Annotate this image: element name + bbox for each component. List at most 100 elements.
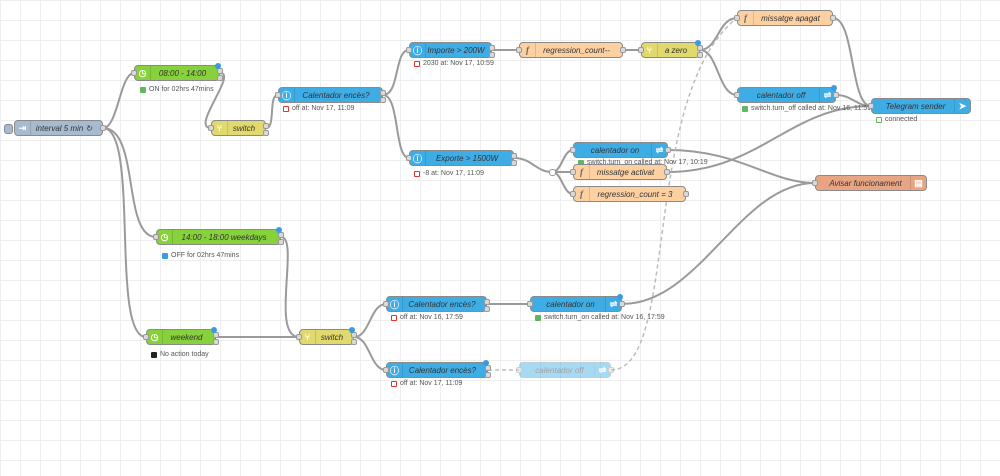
ha-service-node-calentador-off-disabled[interactable]: calentador off ⇌ bbox=[516, 362, 614, 378]
output-port[interactable] bbox=[263, 130, 269, 136]
output-port[interactable] bbox=[100, 125, 106, 131]
output-port[interactable] bbox=[697, 45, 703, 51]
switch-node-top[interactable]: ⑂ switch bbox=[208, 120, 269, 136]
ha-service-node-calentador-on[interactable]: calentador on ⇌ bbox=[570, 142, 671, 158]
function-node-missatge-activat[interactable]: f missatge activat bbox=[570, 164, 670, 180]
output-port[interactable] bbox=[380, 97, 386, 103]
input-port[interactable] bbox=[527, 301, 533, 307]
node-label: calentador on bbox=[590, 145, 640, 155]
output-port[interactable] bbox=[511, 153, 517, 159]
output-port[interactable] bbox=[830, 15, 836, 21]
output-port[interactable] bbox=[664, 169, 670, 175]
output-port[interactable] bbox=[683, 191, 689, 197]
input-port[interactable] bbox=[383, 301, 389, 307]
input-port[interactable] bbox=[208, 125, 214, 131]
ha-state-node-calentador-mid[interactable]: ⓘ Calentador encès? bbox=[383, 296, 490, 312]
node-status: -8 at: Nov 17, 11:09 bbox=[414, 170, 484, 177]
input-port[interactable] bbox=[570, 169, 576, 175]
ha-state-node-importe[interactable]: ⓘ Importe > 200W bbox=[406, 42, 495, 58]
node-status: switch.turn_on called at: Nov 16, 17:59 bbox=[535, 314, 665, 321]
output-port[interactable] bbox=[263, 123, 269, 129]
notify-node-avisar-funcionament[interactable]: Avisar funcionament ▤ bbox=[812, 175, 927, 191]
info-icon: ⓘ bbox=[279, 88, 295, 102]
notification-icon: ▤ bbox=[910, 176, 926, 190]
output-port[interactable] bbox=[351, 332, 357, 338]
output-port[interactable] bbox=[833, 92, 839, 98]
output-port[interactable] bbox=[619, 301, 625, 307]
output-port[interactable] bbox=[608, 367, 614, 373]
input-port[interactable] bbox=[516, 47, 522, 53]
info-icon: ⓘ bbox=[410, 151, 426, 165]
changed-dot bbox=[831, 85, 837, 91]
input-port[interactable] bbox=[296, 334, 302, 340]
ha-service-node-calentador-on-bottom[interactable]: calentador on ⇌ bbox=[527, 294, 625, 312]
output-port[interactable] bbox=[278, 232, 284, 238]
function-icon: f bbox=[520, 43, 536, 57]
function-node-regression-set-3[interactable]: f regression_count = 3 bbox=[570, 186, 689, 202]
output-port[interactable] bbox=[620, 47, 626, 53]
input-port[interactable] bbox=[570, 147, 576, 153]
output-port[interactable] bbox=[511, 160, 517, 166]
output-port[interactable] bbox=[697, 52, 703, 58]
node-label: weekend bbox=[170, 332, 203, 342]
input-port[interactable] bbox=[734, 15, 740, 21]
input-port[interactable] bbox=[131, 70, 137, 76]
function-icon: f bbox=[574, 165, 590, 179]
input-port[interactable] bbox=[275, 92, 281, 98]
node-label: calentador off bbox=[756, 90, 806, 100]
output-port[interactable] bbox=[485, 365, 491, 371]
node-status: OFF for 02hrs 47mins bbox=[162, 252, 239, 259]
inject-trigger-button[interactable] bbox=[4, 124, 13, 134]
output-port[interactable] bbox=[213, 339, 219, 345]
info-icon: ⓘ bbox=[387, 297, 403, 311]
changed-dot bbox=[695, 40, 701, 46]
switch-node-a-zero[interactable]: ⑂ a zero bbox=[638, 40, 703, 58]
output-port[interactable] bbox=[489, 52, 495, 58]
switch-node-bottom[interactable]: ⑂ switch bbox=[296, 327, 357, 345]
time-node-weekend[interactable]: ◷ weekend bbox=[143, 327, 219, 345]
input-port[interactable] bbox=[383, 367, 389, 373]
input-port[interactable] bbox=[868, 103, 874, 109]
node-label: Calentador encès? bbox=[408, 365, 477, 375]
ha-state-node-calentador-top[interactable]: ⓘ Calentador encès? bbox=[275, 87, 386, 103]
input-port[interactable] bbox=[516, 367, 522, 373]
output-port[interactable] bbox=[484, 306, 490, 312]
node-label: 08:00 - 14:00 bbox=[158, 68, 207, 78]
service-icon: ⇌ bbox=[594, 363, 610, 377]
ha-state-node-exporte[interactable]: ⓘ Exporte > 1500W bbox=[406, 150, 517, 166]
output-port[interactable] bbox=[380, 90, 386, 96]
input-port[interactable] bbox=[406, 155, 412, 161]
node-label: a zero bbox=[664, 45, 688, 55]
node-label: regression_count-- bbox=[543, 45, 610, 55]
input-port[interactable] bbox=[734, 92, 740, 98]
time-node-0800-1400[interactable]: ◷ 08:00 - 14:00 bbox=[131, 63, 223, 81]
ha-service-node-calentador-off[interactable]: calentador off ⇌ bbox=[734, 85, 839, 103]
switch-icon: ⑂ bbox=[642, 43, 658, 57]
output-port[interactable] bbox=[484, 299, 490, 305]
input-port[interactable] bbox=[638, 47, 644, 53]
input-port[interactable] bbox=[406, 47, 412, 53]
output-port[interactable] bbox=[351, 339, 357, 345]
output-port[interactable] bbox=[217, 75, 223, 81]
output-port[interactable] bbox=[665, 147, 671, 153]
node-label: 14:00 - 18:00 weekdays bbox=[181, 232, 267, 242]
ha-state-node-calentador-bottom[interactable]: ⓘ Calentador encès? bbox=[383, 360, 491, 378]
inject-node-interval[interactable]: ⇥ interval 5 min ↻ bbox=[4, 120, 106, 136]
input-port[interactable] bbox=[153, 234, 159, 240]
function-node-regression-decrement[interactable]: f regression_count-- bbox=[516, 42, 626, 58]
function-node-missatge-apagat[interactable]: f missatge apagat bbox=[734, 10, 836, 26]
output-port[interactable] bbox=[217, 68, 223, 74]
arrow-in-icon: ⇥ bbox=[15, 121, 31, 135]
input-port[interactable] bbox=[812, 180, 818, 186]
output-port[interactable] bbox=[485, 372, 491, 378]
telegram-sender-node[interactable]: Telegram sender ➤ bbox=[868, 98, 971, 114]
node-label: Importe > 200W bbox=[427, 45, 485, 55]
node-label: calentador on bbox=[546, 299, 595, 309]
output-port[interactable] bbox=[489, 45, 495, 51]
wire-junction bbox=[549, 169, 556, 176]
input-port[interactable] bbox=[143, 334, 149, 340]
output-port[interactable] bbox=[278, 239, 284, 245]
output-port[interactable] bbox=[213, 332, 219, 338]
time-node-1400-1800-weekdays[interactable]: ◷ 14:00 - 18:00 weekdays bbox=[153, 227, 284, 245]
input-port[interactable] bbox=[570, 191, 576, 197]
